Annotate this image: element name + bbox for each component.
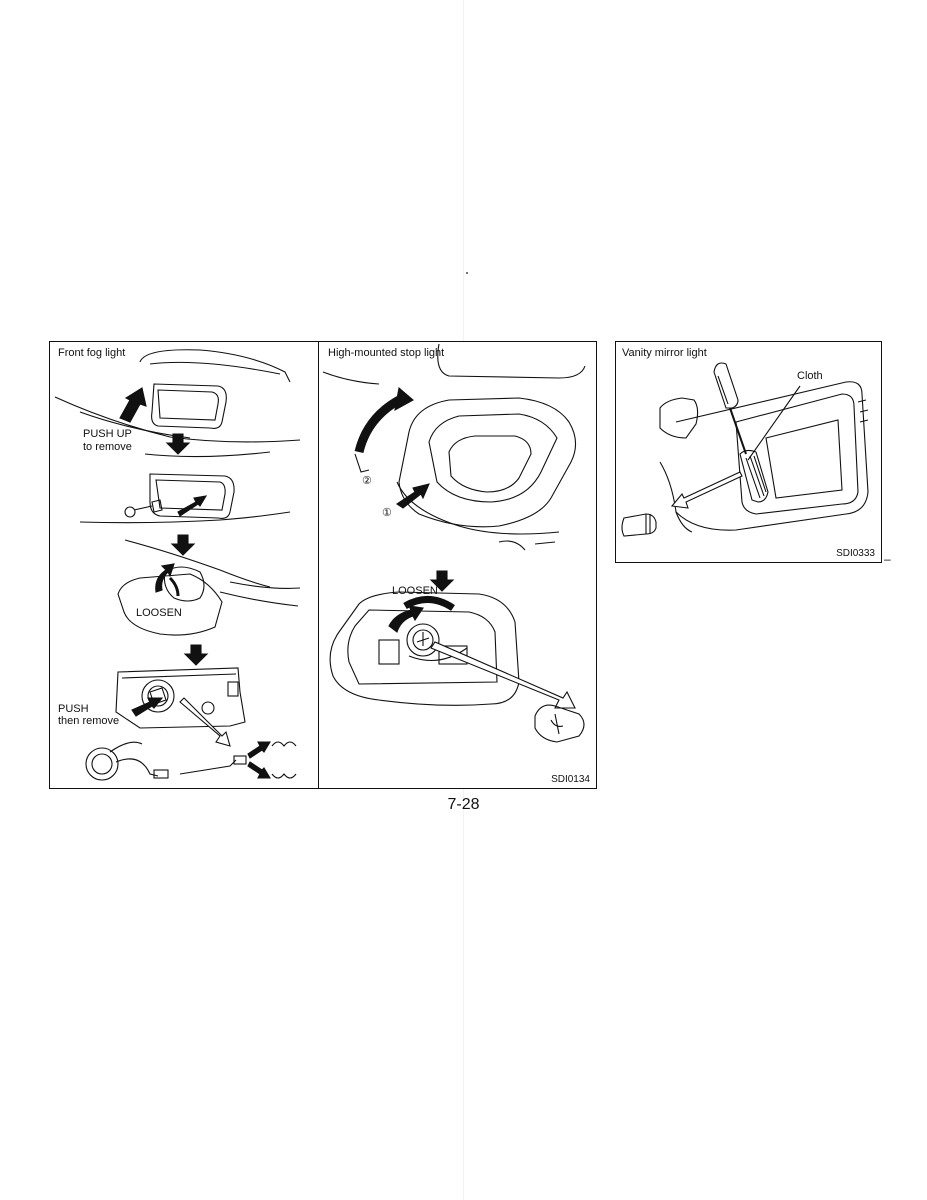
- stop-light-illustration: [322, 343, 586, 743]
- panel-divider: [318, 342, 319, 788]
- figure-sdi0333: Vanity mirror light Cloth SDI0333: [615, 341, 882, 563]
- fog-push-up-label: PUSH UP: [83, 428, 132, 440]
- page-speck: [466, 272, 468, 274]
- stop-light-title: High-mounted stop light: [328, 347, 445, 359]
- stop-loosen-label: LOOSEN: [392, 585, 438, 597]
- vanity-light-illustration: [621, 362, 869, 537]
- stop-step1-label: ①: [382, 507, 392, 519]
- fog-light-illustration: [54, 349, 301, 781]
- trailing-dash: –: [884, 552, 891, 566]
- fog-then-remove-label: then remove: [58, 715, 120, 727]
- fog-to-remove-label: to remove: [83, 441, 132, 453]
- figure-code-main: SDI0134: [551, 774, 590, 785]
- vanity-light-title: Vanity mirror light: [622, 347, 707, 359]
- fog-push-label: PUSH: [58, 703, 89, 715]
- figure-sdi0134: Front fog light: [49, 341, 597, 789]
- fog-light-title: Front fog light: [58, 347, 126, 359]
- fog-loosen-label: LOOSEN: [136, 607, 182, 619]
- stop-step2-label: ②: [362, 475, 372, 487]
- figure-code-vanity: SDI0333: [836, 548, 875, 559]
- vanity-cloth-label: Cloth: [797, 370, 823, 382]
- page-number: 7-28: [447, 796, 480, 813]
